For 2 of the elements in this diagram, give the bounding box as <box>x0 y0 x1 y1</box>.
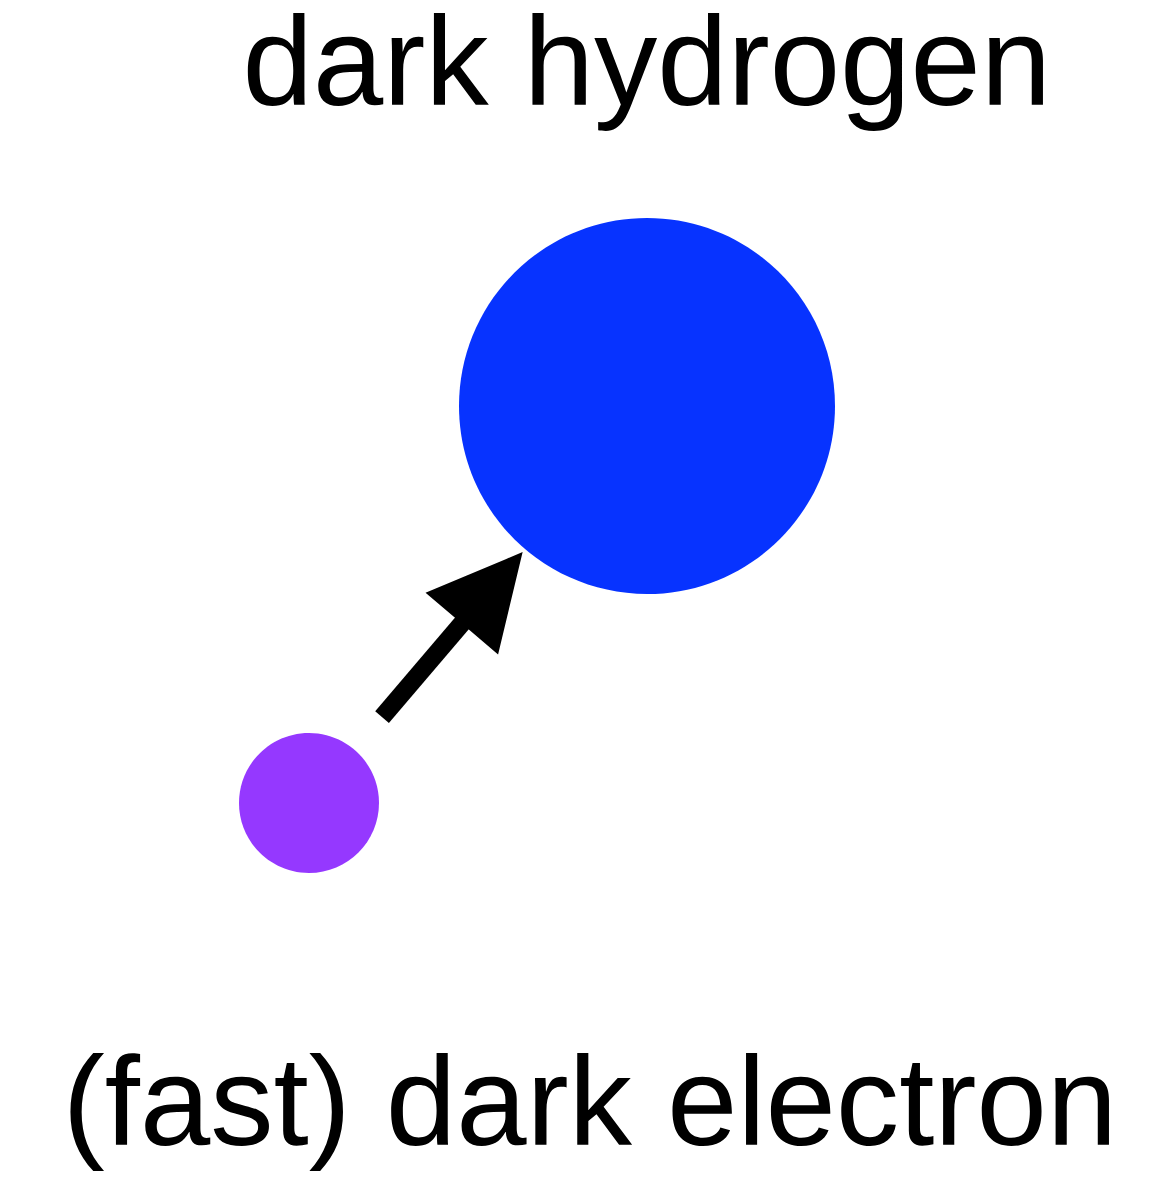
node-label: (fast) dark electron <box>70 1053 1109 1171</box>
node-label: dark hydrogen <box>247 13 1043 131</box>
